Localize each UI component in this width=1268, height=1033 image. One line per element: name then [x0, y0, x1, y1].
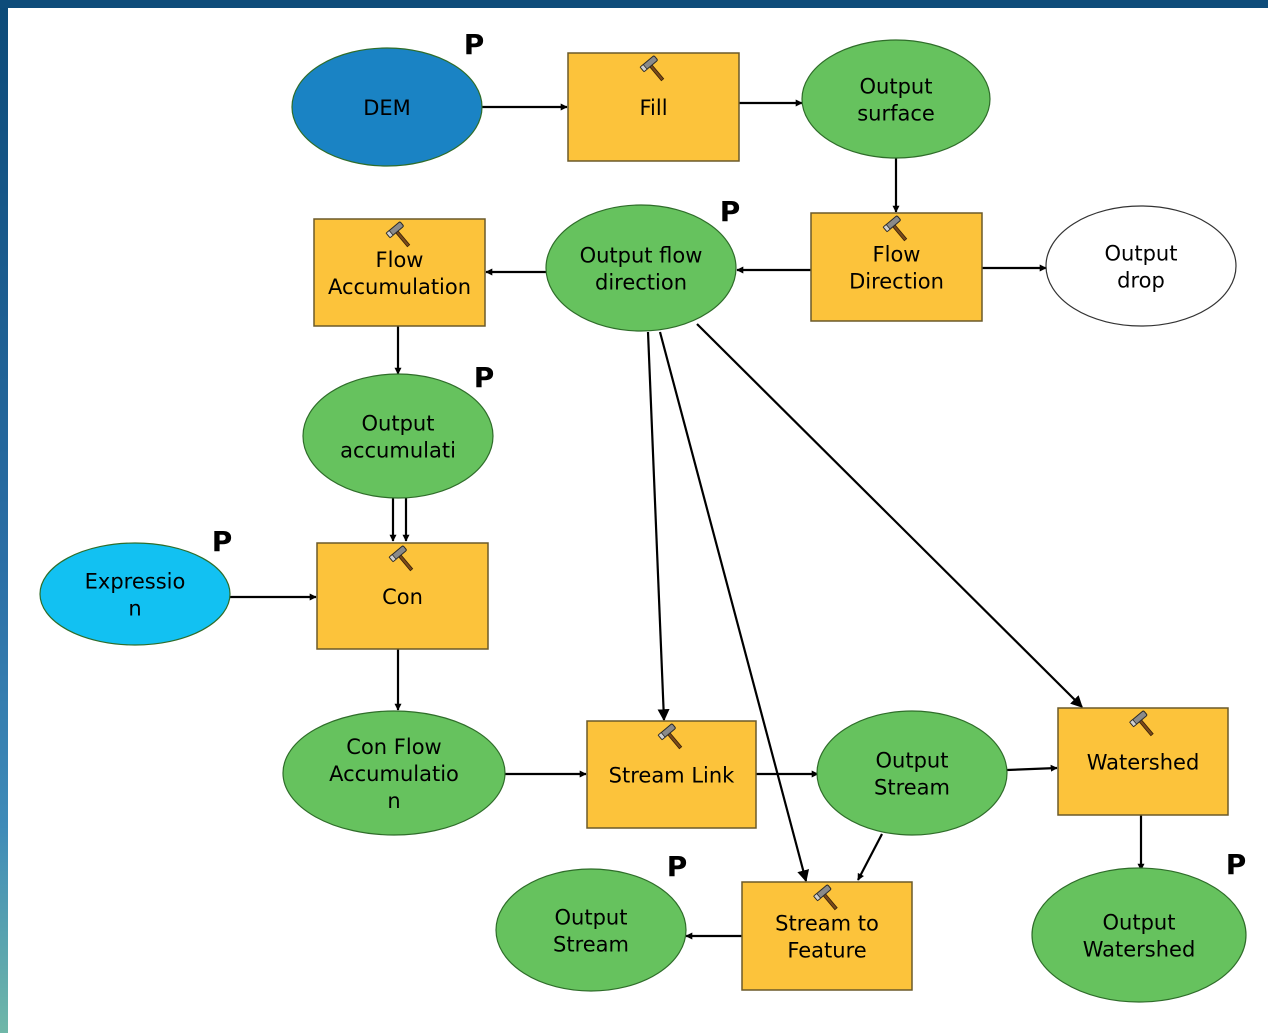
- parameter-marker[interactable]: P: [464, 28, 485, 61]
- data-ellipse[interactable]: [495, 868, 687, 992]
- node-label: Con: [382, 585, 423, 609]
- data-ellipse[interactable]: [39, 542, 231, 646]
- hammer-icon: [882, 215, 908, 242]
- parameter-marker[interactable]: P: [667, 850, 688, 883]
- hammer-icon: [1129, 710, 1154, 737]
- node-label: Watershed: [1087, 751, 1200, 775]
- data-ellipse[interactable]: [545, 204, 737, 332]
- window-top-border: [0, 0, 1268, 8]
- connector-arrow[interactable]: [696, 323, 1083, 708]
- node-label: Flow: [376, 248, 424, 272]
- node-stream-to-feature[interactable]: Stream to Feature: [741, 881, 913, 991]
- node-label: accumulati: [340, 439, 456, 463]
- data-ellipse[interactable]: [801, 39, 991, 159]
- node-label: Expressio: [85, 570, 186, 594]
- node-output-drop[interactable]: Output drop: [1045, 205, 1237, 327]
- node-fill[interactable]: Fill: [567, 52, 740, 162]
- window-left-border: [0, 0, 8, 1033]
- node-label: Stream: [874, 776, 950, 800]
- node-label: direction: [595, 271, 687, 295]
- connectors: [229, 99, 1145, 940]
- model-diagram[interactable]: DEMPFillOutputsurfaceFlowDirectionOutput…: [8, 8, 1268, 1033]
- node-label: Output: [362, 412, 435, 436]
- node-label: Stream to: [775, 912, 879, 936]
- node-label: Accumulatio: [329, 762, 459, 786]
- parameter-marker[interactable]: P: [1226, 848, 1247, 881]
- node-label: Direction: [849, 270, 944, 294]
- node-label: Flow: [873, 243, 921, 267]
- node-output-surface[interactable]: Output surface: [801, 39, 991, 159]
- node-label: drop: [1117, 269, 1165, 293]
- node-label: Stream: [553, 933, 629, 957]
- connector-arrow[interactable]: [1006, 764, 1058, 772]
- hammer-icon: [639, 55, 665, 82]
- node-watershed[interactable]: Watershed: [1057, 707, 1229, 816]
- node-output-accumulation[interactable]: Output accumulati P: [302, 361, 495, 499]
- node-label: Output flow: [580, 244, 703, 268]
- node-label: DEM: [363, 96, 411, 120]
- node-label: Fill: [639, 96, 667, 120]
- connector-arrow[interactable]: [658, 331, 810, 883]
- node-label: Feature: [787, 939, 866, 963]
- data-ellipse[interactable]: [282, 710, 506, 836]
- node-expression[interactable]: Expressio n P: [39, 525, 233, 646]
- parameter-marker[interactable]: P: [720, 195, 741, 228]
- parameter-marker[interactable]: P: [474, 361, 495, 394]
- node-label: n: [128, 597, 141, 621]
- data-ellipse[interactable]: [291, 47, 483, 167]
- nodes: DEMPFillOutputsurfaceFlowDirectionOutput…: [39, 28, 1247, 1003]
- node-label: n: [387, 789, 400, 813]
- node-stream-link[interactable]: Stream Link: [586, 720, 757, 829]
- connector-arrow[interactable]: [857, 833, 883, 881]
- node-label: Output: [1105, 242, 1178, 266]
- node-label: Output: [555, 906, 628, 930]
- hammer-icon: [813, 884, 838, 911]
- node-label: Watershed: [1083, 938, 1196, 962]
- node-label: Stream Link: [609, 764, 736, 788]
- node-label: Accumulation: [328, 275, 471, 299]
- node-label: Output: [1103, 911, 1176, 935]
- node-label: Con Flow: [346, 735, 441, 759]
- node-label: surface: [857, 102, 935, 126]
- node-label: Output: [876, 749, 949, 773]
- unused-data-ellipse[interactable]: [1045, 205, 1237, 327]
- data-ellipse[interactable]: [816, 710, 1008, 836]
- node-output-flow-direction[interactable]: Output flow direction P: [545, 195, 741, 332]
- node-label: Output: [860, 75, 933, 99]
- hammer-icon: [388, 545, 414, 572]
- hammer-icon: [657, 723, 683, 750]
- parameter-marker[interactable]: P: [212, 525, 233, 558]
- data-ellipse[interactable]: [302, 373, 494, 499]
- connector-arrow[interactable]: [646, 331, 670, 722]
- node-dem[interactable]: DEM P: [291, 28, 485, 167]
- data-ellipse[interactable]: [1031, 867, 1247, 1003]
- hammer-icon: [385, 221, 411, 248]
- node-con[interactable]: Con: [316, 542, 489, 650]
